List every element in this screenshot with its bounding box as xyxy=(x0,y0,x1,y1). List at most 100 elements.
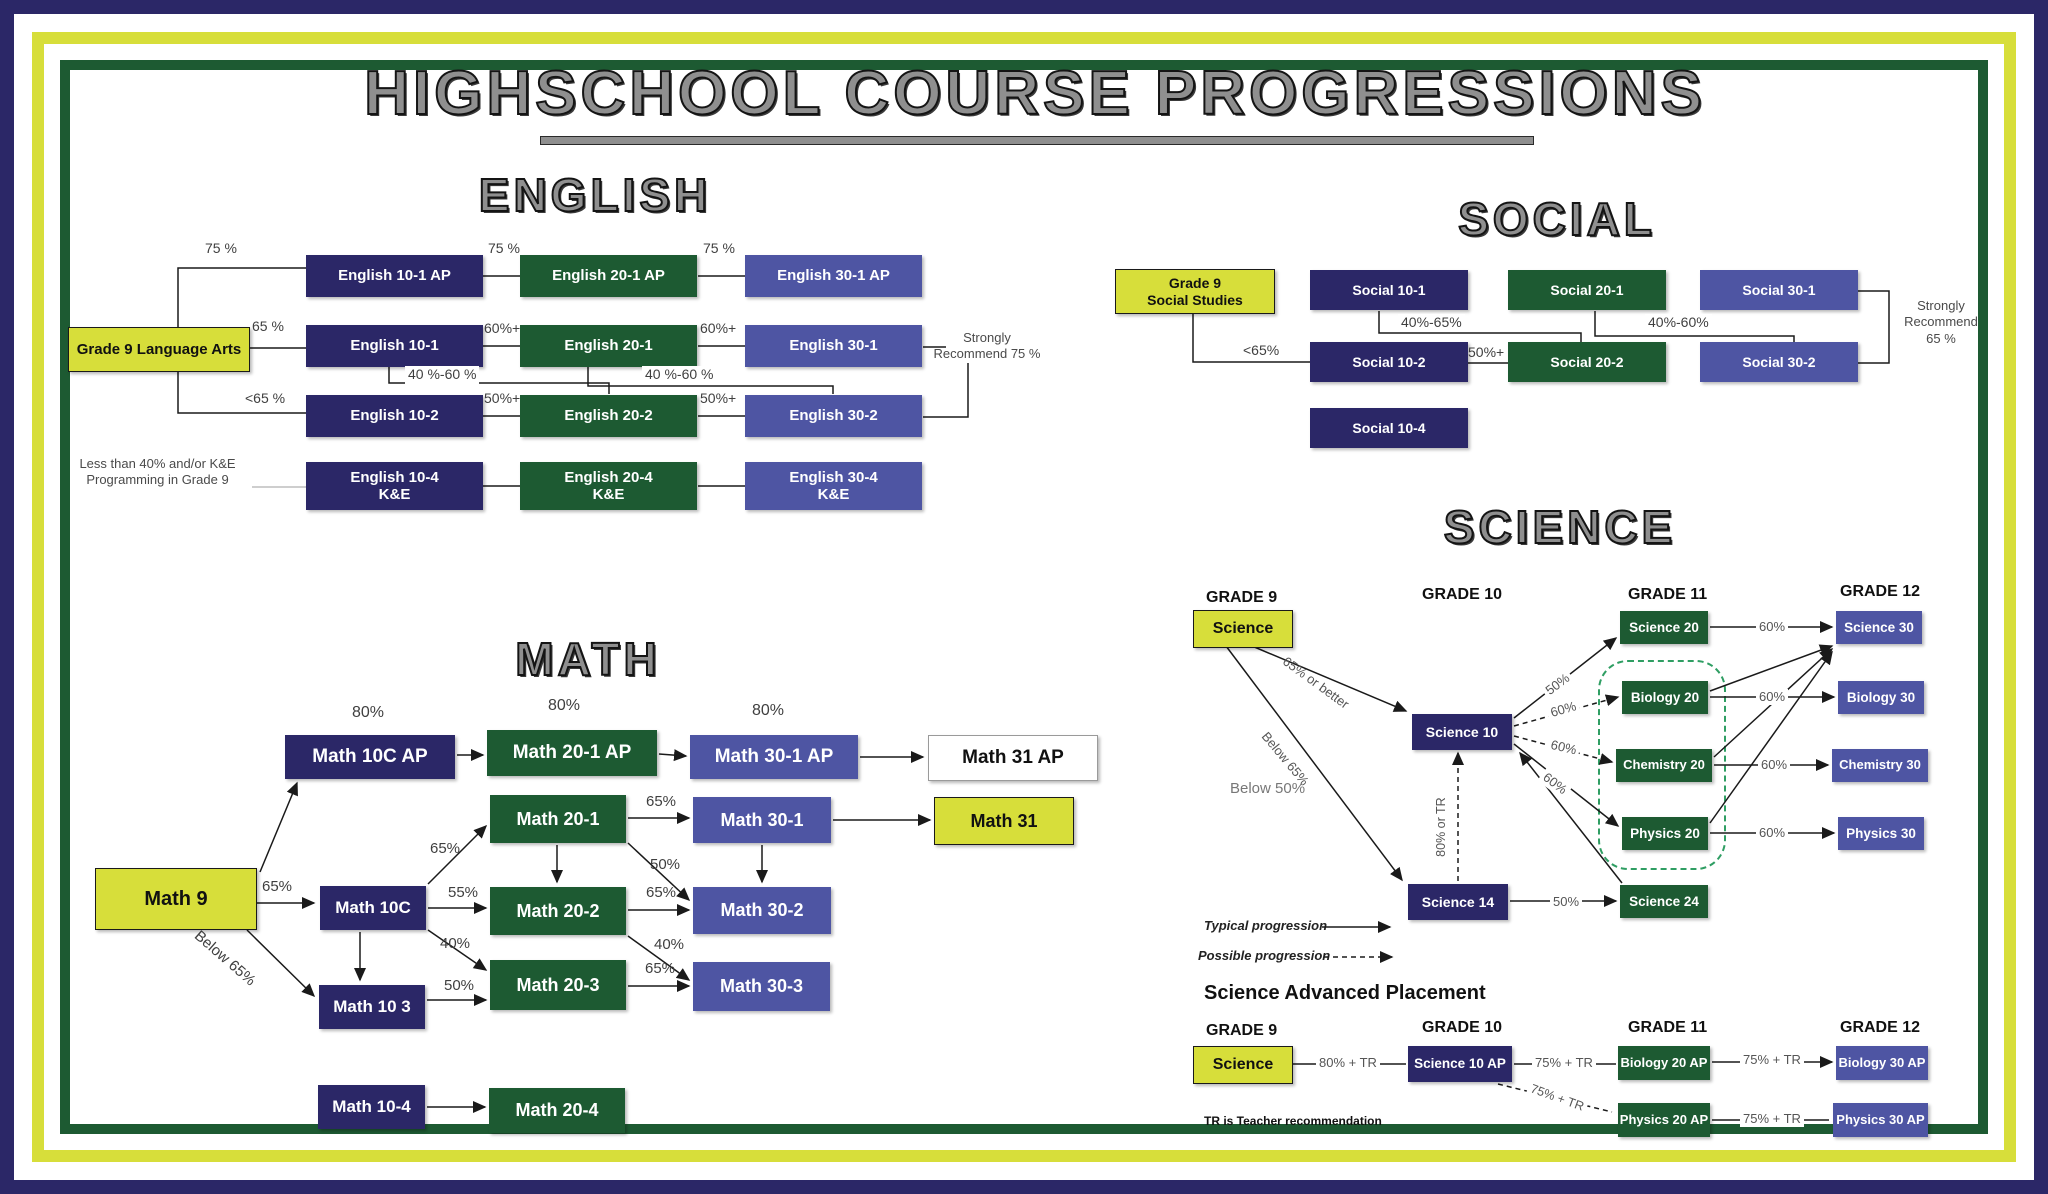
grade-header: GRADE 11 xyxy=(1628,586,1708,603)
edge-label: 60% xyxy=(1756,619,1789,636)
node-math-9: Math 9 xyxy=(95,868,257,930)
node-physics-30-ap: Physics 30 AP xyxy=(1833,1103,1928,1137)
node-science-ap-grade9: Science xyxy=(1193,1046,1293,1084)
node-english-30-1: English 30-1 xyxy=(745,325,922,367)
ap-section-heading: Science Advanced Placement xyxy=(1204,982,1486,1004)
edge-label: 55% xyxy=(448,884,479,901)
edge-label: 65% xyxy=(645,960,676,977)
node-math-20-3: Math 20-3 xyxy=(490,960,626,1010)
node-english-20-1: English 20-1 xyxy=(520,325,697,367)
title-underline xyxy=(540,136,1534,145)
node-math-10-3: Math 10 3 xyxy=(319,985,425,1029)
node-social-30-2: Social 30-2 xyxy=(1700,342,1858,382)
border-frame-yellow xyxy=(32,32,2016,1162)
edge-label: <65% xyxy=(1243,342,1280,358)
node-physics-20: Physics 20 xyxy=(1622,817,1708,850)
edge-label: 40%-60% xyxy=(1645,314,1712,332)
edge-label: 65% xyxy=(262,878,293,895)
edge-label: 80% or TR xyxy=(1434,794,1450,860)
node-chemistry-30: Chemistry 30 xyxy=(1832,749,1928,782)
node-english-30-1-ap: English 30-1 AP xyxy=(745,255,922,297)
node-math-30-1-ap: Math 30-1 AP xyxy=(690,735,858,779)
section-heading-science: SCIENCE xyxy=(1443,500,1677,554)
node-biology-20: Biology 20 xyxy=(1622,681,1708,714)
node-science-24: Science 24 xyxy=(1620,885,1708,918)
node-english-10-4-ke: English 10-4 K&E xyxy=(306,462,483,510)
node-biology-20-ap: Biology 20 AP xyxy=(1618,1046,1710,1080)
edge-label: 50%+ xyxy=(1468,344,1505,360)
node-math-20-4: Math 20-4 xyxy=(489,1088,625,1133)
edge-label: 80% xyxy=(352,704,385,721)
node-grade9-language-arts: Grade 9 Language Arts xyxy=(68,327,250,372)
node-english-10-1-ap: English 10-1 AP xyxy=(306,255,483,297)
node-science-20: Science 20 xyxy=(1620,611,1708,644)
edge-label: 60% xyxy=(1756,825,1789,842)
node-english-10-1: English 10-1 xyxy=(306,325,483,367)
grade-header: GRADE 11 xyxy=(1628,1019,1708,1036)
edge-label: Below 50% xyxy=(1230,780,1306,797)
node-math-10c: Math 10C xyxy=(320,886,426,930)
edge-label: 75% + TR xyxy=(1740,1111,1804,1128)
edge-label: 65% xyxy=(430,840,461,857)
node-math-10c-ap: Math 10C AP xyxy=(285,735,455,779)
edge-label: 75% + TR xyxy=(1532,1055,1596,1072)
section-heading-english: ENGLISH xyxy=(478,168,712,222)
edge-label: 80% xyxy=(548,697,581,714)
node-chemistry-20: Chemistry 20 xyxy=(1616,749,1712,782)
node-english-30-4-ke: English 30-4 K&E xyxy=(745,462,922,510)
node-social-30-1: Social 30-1 xyxy=(1700,270,1858,310)
edge-label: 60%+ xyxy=(484,320,521,336)
node-science-10-ap: Science 10 AP xyxy=(1408,1046,1512,1082)
node-social-10-1: Social 10-1 xyxy=(1310,270,1468,310)
node-social-10-2: Social 10-2 xyxy=(1310,342,1468,382)
node-math-31-ap: Math 31 AP xyxy=(928,735,1098,781)
grade-header: GRADE 10 xyxy=(1422,586,1503,603)
edge-label: 60% xyxy=(1758,757,1791,774)
section-heading-social: SOCIAL xyxy=(1457,192,1656,246)
ke-note: Less than 40% and/or K&E Programming in … xyxy=(79,456,236,488)
edge-label: 80% xyxy=(752,702,785,719)
node-biology-30: Biology 30 xyxy=(1838,681,1924,714)
node-math-20-1-ap: Math 20-1 AP xyxy=(487,730,657,776)
node-biology-30-ap: Biology 30 AP xyxy=(1836,1046,1928,1080)
node-math-30-3: Math 30-3 xyxy=(693,962,830,1011)
edge-label: 40%-65% xyxy=(1398,314,1465,332)
node-physics-30: Physics 30 xyxy=(1838,817,1924,850)
edge-label: 40 %-60 % xyxy=(405,366,480,384)
node-english-30-2: English 30-2 xyxy=(745,395,922,437)
edge-label: 40% xyxy=(440,935,471,952)
edge-label: 65% xyxy=(646,884,677,901)
node-science-30: Science 30 xyxy=(1836,611,1922,644)
node-math-30-1: Math 30-1 xyxy=(693,797,831,843)
grade-header: GRADE 12 xyxy=(1840,1019,1921,1036)
section-heading-math: MATH xyxy=(514,632,661,686)
legend-possible-progression: Possible progression xyxy=(1198,948,1331,963)
edge-label: <65 % xyxy=(245,390,286,406)
strongly-recommend-note: Strongly Recommend 65 % xyxy=(1904,298,1978,346)
node-science-10: Science 10 xyxy=(1412,714,1512,750)
edge-label: 75 % xyxy=(488,240,520,256)
edge-label: 50%+ xyxy=(700,390,737,406)
edge-label: 50% xyxy=(1550,894,1583,911)
edge-label: 60%+ xyxy=(700,320,737,336)
node-english-20-4-ke: English 20-4 K&E xyxy=(520,462,697,510)
edge-label: 50% xyxy=(444,977,475,994)
edge-label: 65 % xyxy=(252,318,284,334)
node-physics-20-ap: Physics 20 AP xyxy=(1618,1103,1710,1137)
edge-label: 80% + TR xyxy=(1316,1055,1380,1072)
node-science-grade9: Science xyxy=(1193,610,1293,648)
node-math-10-4: Math 10-4 xyxy=(318,1085,425,1129)
grade-header: GRADE 9 xyxy=(1206,1022,1278,1039)
edge-label: 50%+ xyxy=(484,390,521,406)
node-social-10-4: Social 10-4 xyxy=(1310,408,1468,448)
node-english-20-2: English 20-2 xyxy=(520,395,697,437)
grade-header: GRADE 9 xyxy=(1206,589,1278,606)
node-english-10-2: English 10-2 xyxy=(306,395,483,437)
edge-label: 60% xyxy=(1756,689,1789,706)
node-math-20-2: Math 20-2 xyxy=(490,887,626,935)
page-title: HIGHSCHOOL COURSE PROGRESSIONS xyxy=(363,58,1706,129)
tr-note: TR is Teacher recommendation xyxy=(1204,1114,1382,1128)
edge-label: 50% xyxy=(650,856,681,873)
edge-label: 65% xyxy=(646,793,677,810)
